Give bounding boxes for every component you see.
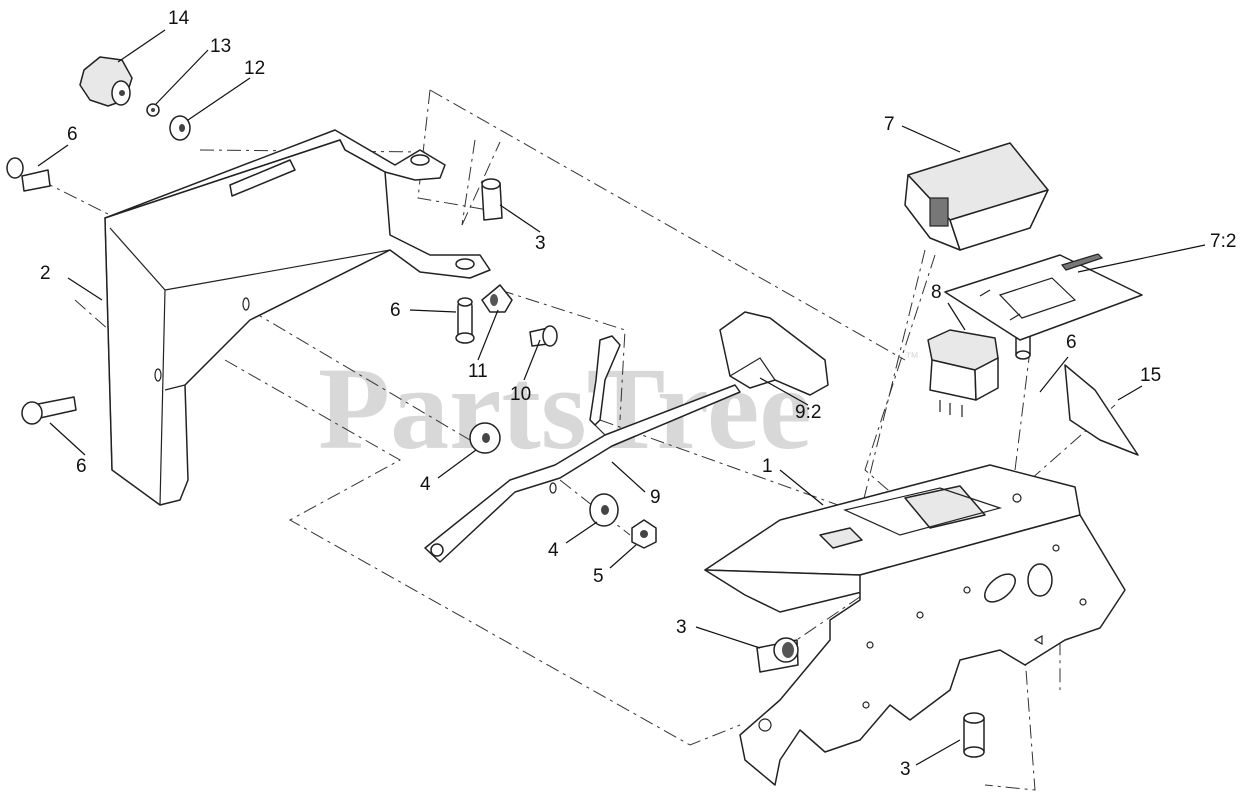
part-3-bushing-top — [481, 178, 503, 221]
callout-3-bottom: 3 — [900, 759, 911, 780]
callout-8: 8 — [931, 282, 942, 303]
part-12-washer — [169, 115, 191, 141]
callout-10: 10 — [510, 384, 531, 405]
callout-7-2: 7:2 — [1210, 231, 1236, 252]
callout-5: 5 — [593, 566, 604, 587]
callout-6-lower-left: 6 — [76, 456, 87, 477]
part-13-lock-washer — [146, 103, 160, 117]
callout-6-center: 6 — [390, 300, 401, 321]
part-4-washer-upper — [469, 422, 501, 454]
callout-12: 12 — [244, 58, 265, 79]
callout-6-right: 6 — [1066, 332, 1077, 353]
part-6-pin-center — [455, 297, 475, 344]
callout-1: 1 — [762, 456, 773, 477]
callout-11: 11 — [468, 361, 488, 382]
callout-13: 13 — [210, 36, 231, 57]
part-7-switch-cover — [904, 142, 1049, 251]
callout-4-lower: 4 — [548, 540, 559, 561]
callout-4-upper: 4 — [420, 474, 431, 495]
callout-3-middle: 3 — [676, 617, 687, 638]
part-8-rocker-switch — [927, 329, 999, 417]
part-3-bushing-bottom — [963, 712, 985, 758]
callout-2: 2 — [40, 263, 51, 284]
callout-6-upper-left: 6 — [67, 124, 78, 145]
callout-3-top: 3 — [535, 233, 546, 254]
part-10-clevis-pin — [529, 325, 558, 347]
callout-9-2: 9:2 — [795, 402, 821, 423]
part-5-nut — [631, 519, 657, 549]
part-2-side-bracket — [104, 129, 491, 506]
part-11-clip — [481, 284, 513, 313]
part-3-bushing-middle — [756, 637, 799, 673]
part-1-control-console — [704, 464, 1126, 786]
callout-7: 7 — [884, 114, 895, 135]
leader-lines — [37, 29, 1206, 766]
part-6-bolt-upper-left — [6, 157, 51, 192]
part-14-knob — [79, 56, 133, 107]
watermark-trademark: ™ — [905, 349, 919, 365]
part-15-decal — [1064, 364, 1139, 456]
part-7-2-decal-plate — [944, 253, 1143, 341]
part-9-shift-lever — [424, 311, 829, 563]
callout-14: 14 — [168, 8, 190, 29]
callout-9: 9 — [650, 487, 661, 508]
part-4-washer-lower — [589, 493, 619, 527]
part-6-bolt-lower-left — [21, 396, 77, 425]
callout-labels: 14 13 12 6 3 7 7:2 2 6 11 10 8 6 15 9:2 … — [40, 8, 1236, 780]
callout-15: 15 — [1140, 365, 1161, 386]
